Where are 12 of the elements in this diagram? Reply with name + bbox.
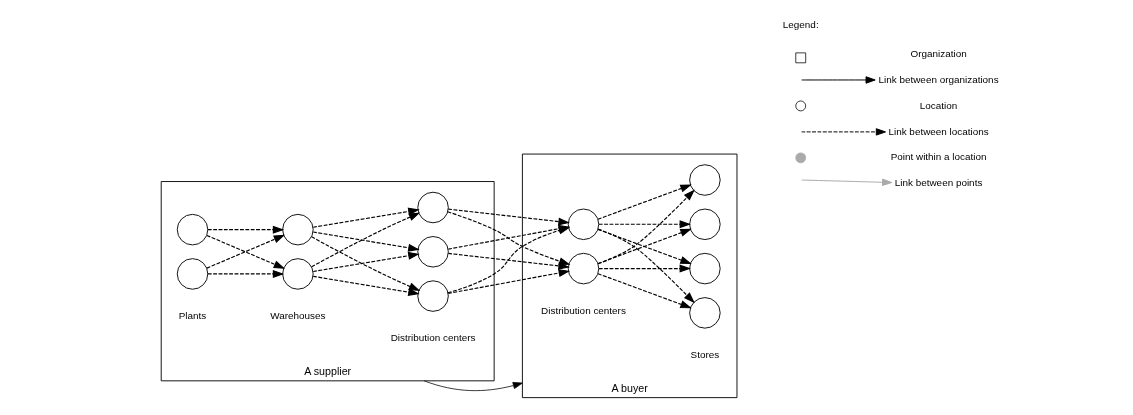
legend-label: Link between organizations [878,73,999,85]
legend-label: Link between points [894,177,983,189]
label: Stores [690,349,720,361]
label: Legend: [782,18,819,30]
label: Distribution centers [541,304,626,316]
legend-label: Point within a location [890,151,987,163]
legend-label: Link between locations [888,125,989,137]
label: Distribution centers [390,332,476,344]
label: Warehouses [270,310,326,322]
legend-label: Organization [910,47,967,59]
label: Plants [178,310,207,322]
legend-label: Location [919,99,958,111]
